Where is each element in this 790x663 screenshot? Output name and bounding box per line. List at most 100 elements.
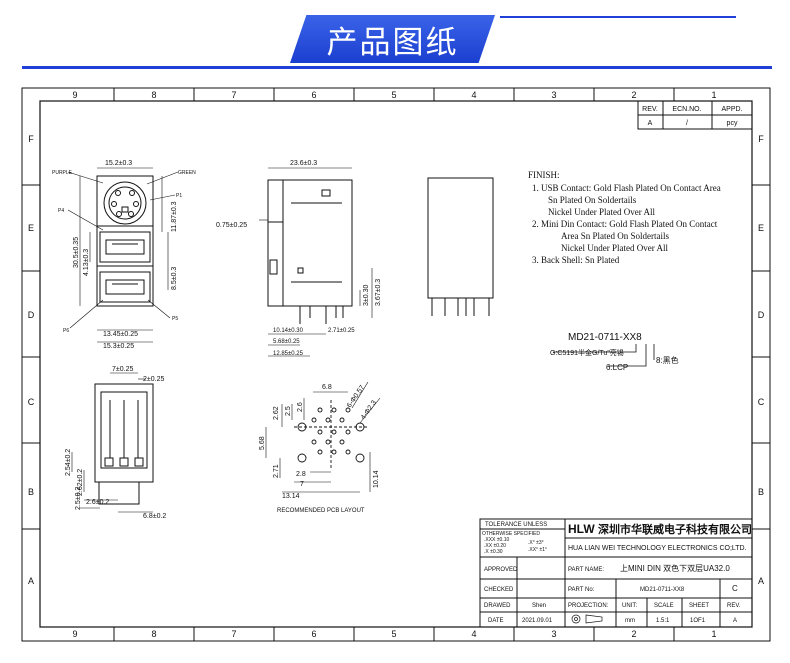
outer-border [21,87,771,642]
side-dim-right-2: 3.67±0.3 [375,279,382,306]
side-dim-right-1: 3±0.30 [363,285,370,306]
banner-underline [22,66,772,69]
bottom-dim-left-2: 2.62±0.2 [77,469,84,496]
col-bottom-9: 9 [72,629,77,639]
col-bottom-4: 4 [471,629,476,639]
pcb-label: RECOMMENDED PCB LAYOUT [277,508,365,514]
company-logo: HLW [568,522,595,536]
banner: 产品图纸 [0,0,790,80]
side-dim-bottom-1: 10.14±0.30 [273,328,304,334]
col-bottom-8: 8 [151,629,156,639]
side-dim-bottom-1b: 2.71±0.25 [328,328,355,334]
part-code-note-1: G:C5191半金G/Tu"亮锡 [550,348,624,357]
pcb-dim-2-8: 2.8 [296,471,306,478]
approved-label: APPROVED [484,567,518,573]
bottom-dim-top-1: 7±0.25 [112,366,133,373]
col-top-6: 6 [311,90,316,100]
bottom-view [94,383,154,505]
drawer-name: Shen [532,603,546,609]
banner-accent-line [500,16,736,18]
inner-border [39,100,753,628]
row-right-e: E [758,223,764,233]
rev-header: REV. [642,106,658,113]
side-view-dims [259,167,373,357]
scale-value: 1.5:1 [656,618,670,624]
revision-table [637,100,753,130]
part-code: MD21-0711-XX8 [568,332,642,343]
part-name-label: PART NAME: [568,567,604,573]
part-code-callout: MD21-0711-XX8 G:C5191半金G/Tu"亮锡 6:LCP 8:黑… [550,332,679,372]
part-no-label: PART No: [568,587,595,593]
front-view [96,175,154,307]
label-p1: P1 [176,193,182,199]
col-bottom-3: 3 [551,629,556,639]
col-top-8: 8 [151,90,156,100]
pcb-dim-2-6: 2.6 [297,402,304,412]
part-code-note-2: 6:LCP [606,363,628,372]
company-name-en: HUA LIAN WEI TECHNOLOGY ELECTRONICS CO;L… [568,545,747,552]
row-right-d: D [758,310,765,320]
pcb-dim-2-5: 2.5 [285,406,292,416]
front-dim-left-2: 4.13±0.3 [83,249,90,276]
row-left-d: D [28,310,35,320]
ecn-value: / [686,120,688,127]
company-name-cn: 深圳市华联威电子科技有限公司 [598,522,752,536]
finish-line-6: Nickel Under Plated Over All [561,243,668,253]
row-right-c: C [758,397,765,407]
finish-heading: FINISH: [528,170,560,180]
col-top-2: 2 [631,90,636,100]
bottom-dim-b3: 6.8±0.2 [143,513,166,520]
projection-label: PROJECTION: [568,603,609,609]
bottom-dim-left-1: 2.54±0.2 [65,449,72,476]
tol-2: .XX ±0.20 [484,543,506,549]
label-p4: P4 [58,208,64,214]
col-top-5: 5 [391,90,396,100]
rev-label: REV. [727,603,741,609]
checked-label: CHECKED [484,587,514,593]
finish-line-7: 3. Back Shell: Sn Plated [532,255,620,265]
bottom-view-dims [71,372,153,513]
unit-value: mm [625,618,635,624]
row-right-b: B [758,487,764,497]
pcb-dim-7: 7 [300,481,304,488]
banner-tab [290,15,495,63]
side-dim-top: 23.6±0.3 [290,160,317,167]
drawed-label: DRAWED [484,603,511,609]
front-dim-right-2: 8.5±0.3 [171,267,178,290]
finish-line-5: Area Sn Plated On Soldertails [561,231,669,241]
finish-line-2: Sn Plated On Soldertails [548,195,637,205]
pcb-layout [294,400,368,468]
part-name: 上MINI DIN 双色下双层UA32.0 [620,563,730,573]
label-p5: P5 [172,316,178,322]
side-view [267,179,353,324]
pcb-dims [265,381,381,493]
label-purple: PURPLE [52,170,73,176]
tol-1: .XXX ±0.10 [484,537,509,543]
front-dim-right-1: 11.87±0.3 [171,201,178,232]
finish-line-3: Nickel Under Plated Over All [548,207,655,217]
pcb-dim-5-68: 5.68 [259,436,266,450]
tol-4: .X° ±3° [528,540,544,546]
finish-line-1: 1. USB Contact: Gold Flash Plated On Con… [532,183,721,193]
bottom-dim-b2: 2.5±0.2 [75,487,82,510]
col-top-9: 9 [72,90,77,100]
pcb-dim-6-8: 6.8 [322,384,332,391]
row-left-f: F [28,134,34,144]
unit-label: UNIT: [622,603,637,609]
pcb-dim-10-14: 10.14 [373,470,380,488]
row-right-a: A [758,576,764,586]
tolerance-title: TOLERANCE UNLESS [485,522,547,528]
col-top-3: 3 [551,90,556,100]
col-bottom-2: 2 [631,629,636,639]
front-view-dims [67,167,179,343]
tol-3: .X ±0.30 [484,549,503,555]
side-dim-bottom-2: 5.68±0.25 [273,339,300,345]
date-value: 2021.09.01 [522,618,553,624]
appd-value: pcy [727,120,738,127]
rev-value: A [648,120,653,127]
sheet-value: 1OF1 [690,618,706,624]
part-code-note-3: 8:黑色 [656,355,679,365]
bottom-dim-b1: 2.6±0.2 [86,499,109,506]
front-dim-left-1: 30.5±0.35 [73,237,80,268]
col-bottom-7: 7 [231,629,236,639]
